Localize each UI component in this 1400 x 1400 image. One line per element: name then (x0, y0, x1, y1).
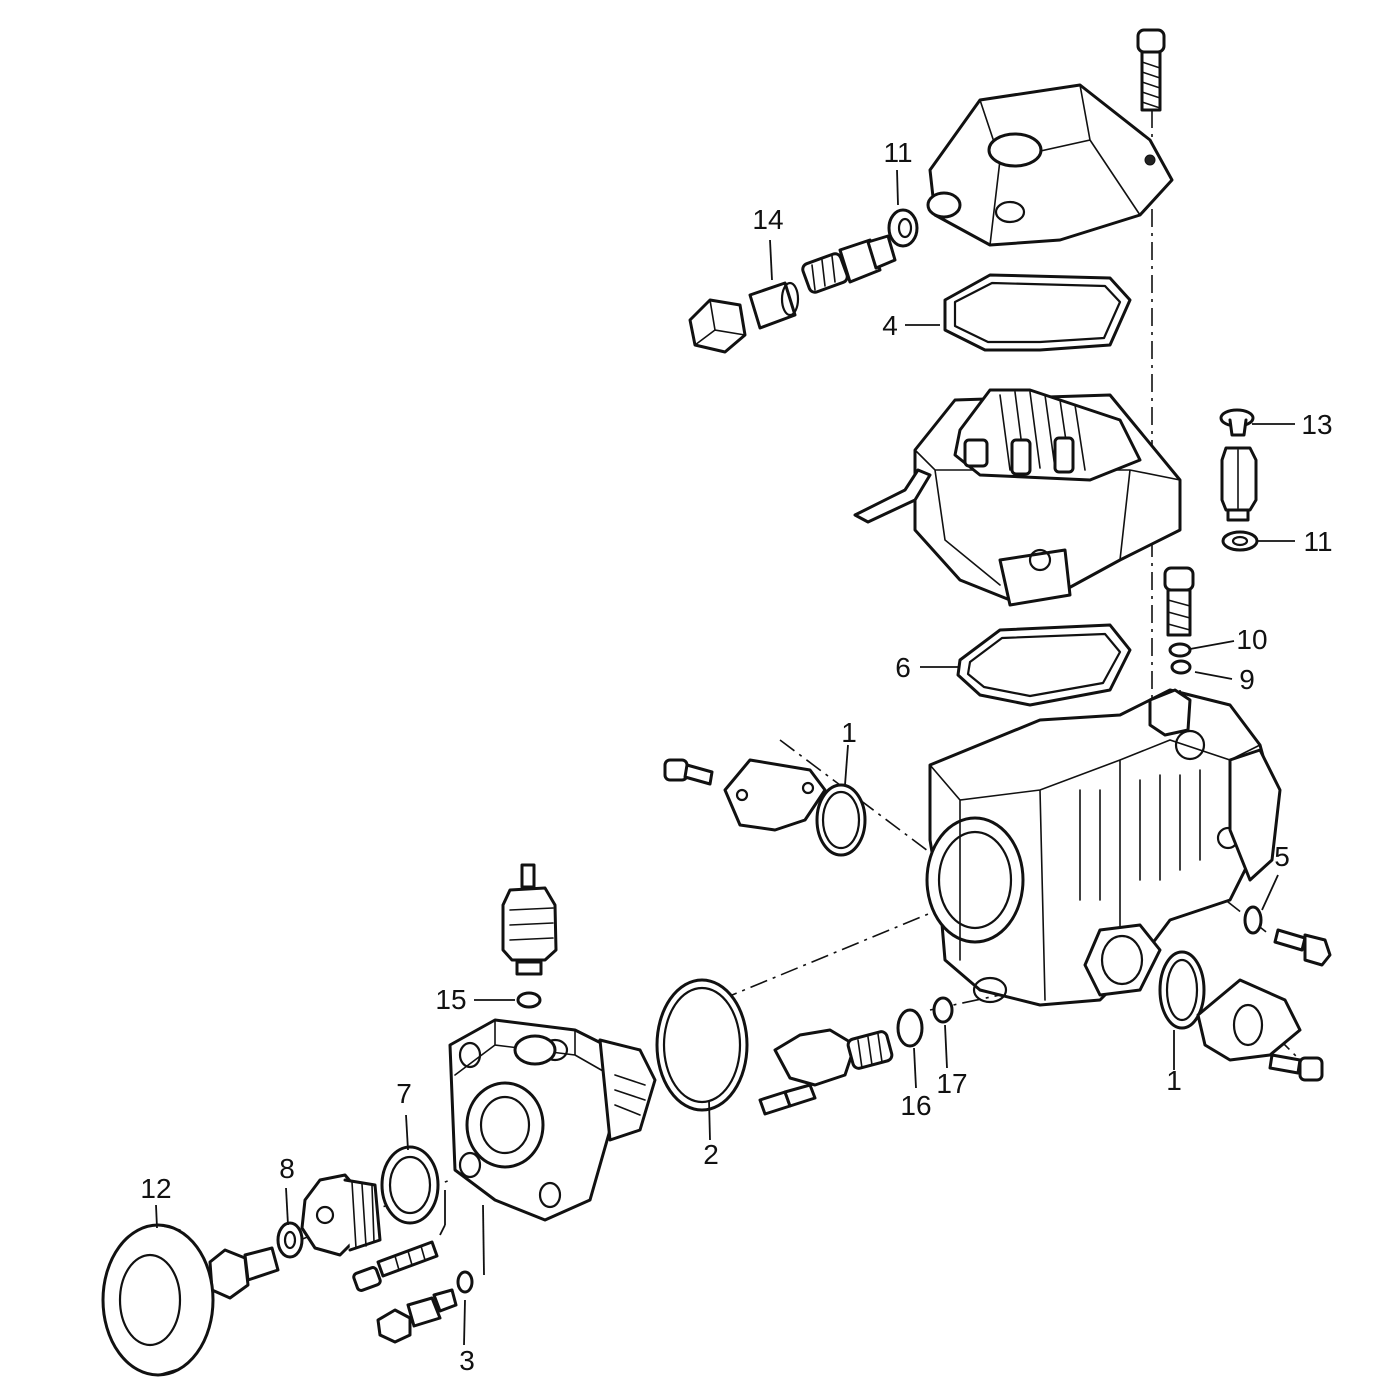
o-ring-1-upper (815, 783, 867, 857)
callout-3: 3 (459, 1345, 475, 1376)
callout-8: 8 (279, 1153, 295, 1184)
hollow-bolt (352, 1240, 439, 1292)
washer-15 (516, 991, 542, 1009)
ring-10 (1168, 642, 1192, 658)
callout-5: 5 (1274, 841, 1290, 872)
callout-7: 7 (396, 1078, 412, 1109)
callout-1-lower: 1 (1166, 1065, 1182, 1096)
cap-13 (1219, 408, 1255, 437)
screw-plug (300, 1173, 382, 1257)
sealing-ring-11-top (887, 208, 919, 248)
callout-11-top: 11 (883, 137, 912, 168)
callout-11-right: 11 (1303, 526, 1332, 557)
hex-connector (1220, 446, 1258, 522)
governor-housing (853, 388, 1182, 607)
housing-gasket (956, 623, 1132, 707)
pump-main-body (925, 688, 1282, 1007)
o-ring-1-lower (1158, 950, 1206, 1030)
top-cover-bolt (1136, 28, 1166, 112)
governor-cover (926, 83, 1174, 247)
delivery-valve-holder (1163, 566, 1195, 637)
upper-flange-bolt (663, 758, 714, 786)
lower-flange (1196, 978, 1302, 1062)
callout-4: 4 (882, 310, 898, 341)
bleed-screw (376, 1288, 458, 1344)
ring-16 (896, 1008, 924, 1048)
callout-17: 17 (936, 1068, 967, 1099)
banjo-fitting (801, 234, 897, 294)
callout-labels: 1 1 2 3 4 5 6 7 8 9 10 11 11 12 13 14 15… (140, 137, 1332, 1376)
washer-8 (276, 1221, 304, 1259)
callout-10: 10 (1236, 624, 1267, 655)
seal-ring-12 (101, 1223, 215, 1377)
upper-cover-plate (723, 758, 827, 832)
valve-assembly (758, 1028, 894, 1116)
banjo-bolt-small (208, 1246, 280, 1300)
ring-9 (1170, 659, 1192, 675)
callout-9: 9 (1239, 664, 1255, 695)
callout-12: 12 (140, 1173, 171, 1204)
o-ring-7 (380, 1145, 440, 1225)
callout-1-upper: 1 (841, 717, 857, 748)
sealing-ring-11-right (1221, 530, 1259, 552)
callout-15: 15 (435, 984, 466, 1015)
stop-solenoid (501, 863, 558, 976)
washer-5 (1243, 905, 1263, 935)
sleeve (748, 281, 800, 330)
bolt-5 (1273, 928, 1332, 967)
callout-6: 6 (895, 652, 911, 683)
cover-gasket (943, 273, 1132, 352)
callout-14: 14 (752, 204, 783, 235)
callout-16: 16 (900, 1090, 931, 1121)
large-o-ring-2 (655, 978, 749, 1112)
ring-3 (456, 1270, 474, 1294)
callout-2: 2 (703, 1139, 719, 1170)
distributor-head (448, 1018, 657, 1222)
callout-13: 13 (1301, 409, 1332, 440)
lower-flange-bolt (1268, 1053, 1324, 1082)
cap-nut (688, 298, 747, 354)
leader-lines (155, 169, 1295, 1346)
ring-17 (932, 996, 954, 1024)
